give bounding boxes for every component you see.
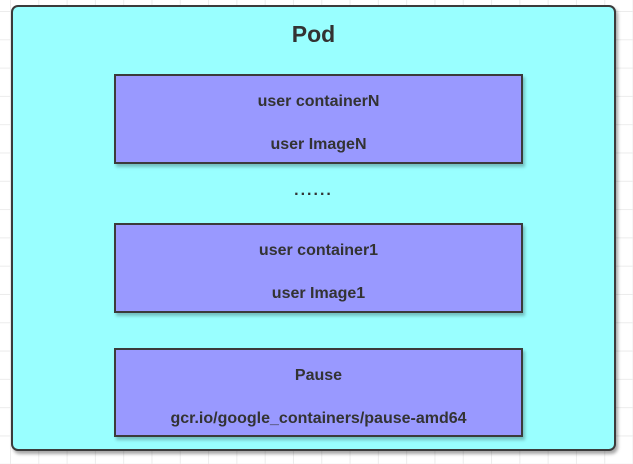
container-image-label: gcr.io/google_containers/pause-amd64 [170,409,467,427]
container-image-label: user ImageN [270,136,367,153]
pod-title: Pod [291,21,336,47]
ellipsis-text[interactable]: ...... [294,182,333,199]
container-name-label: user containerN [257,93,380,110]
container-name-label: user container1 [258,242,379,259]
container-box-pause[interactable]: Pause gcr.io/google_containers/pause-amd… [114,348,523,437]
container-name-label: Pause [294,366,343,384]
container-image-label: user Image1 [271,285,366,302]
container-box-user-containerN[interactable]: user containerN user ImageN [114,74,523,164]
container-box-user-container1[interactable]: user container1 user Image1 [114,223,523,313]
